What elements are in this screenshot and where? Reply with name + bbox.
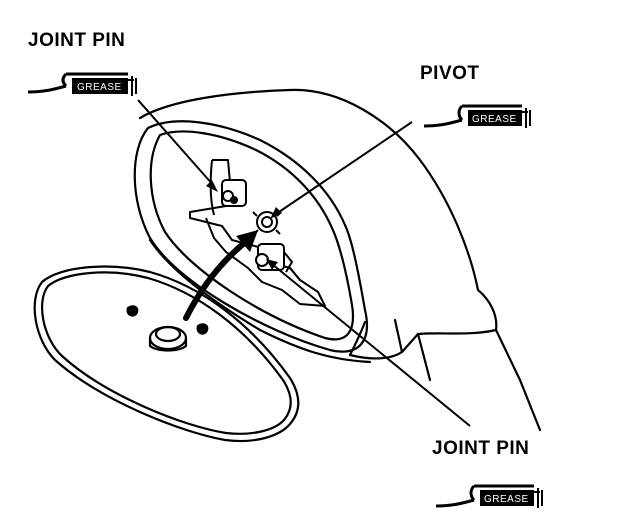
- joint-pin-bottom-label: JOINT PIN: [432, 438, 530, 459]
- leader-top-joint-pin: [137, 99, 215, 187]
- leader-lines: [137, 99, 471, 427]
- top-joint-pin-socket: [221, 179, 247, 207]
- mirror-glass: [33, 265, 300, 443]
- leader-pivot: [275, 121, 413, 215]
- actuator-plate: [189, 159, 326, 307]
- grease-tube-icon: GREASE: [435, 484, 543, 508]
- pivot-label: PIVOT: [420, 63, 480, 84]
- grease-tube-icon: GREASE: [27, 72, 137, 96]
- grease-tube-icon: GREASE: [423, 104, 531, 128]
- mirror-housing: [133, 88, 542, 432]
- leader-bottom-joint-pin: [271, 263, 471, 427]
- grease-label: GREASE: [484, 494, 529, 505]
- bottom-joint-pin-socket: [255, 243, 294, 273]
- grease-label: GREASE: [472, 114, 517, 125]
- install-arrow: [183, 230, 258, 321]
- joint-pin-top-label: JOINT PIN: [28, 30, 126, 51]
- grease-label: GREASE: [77, 82, 122, 93]
